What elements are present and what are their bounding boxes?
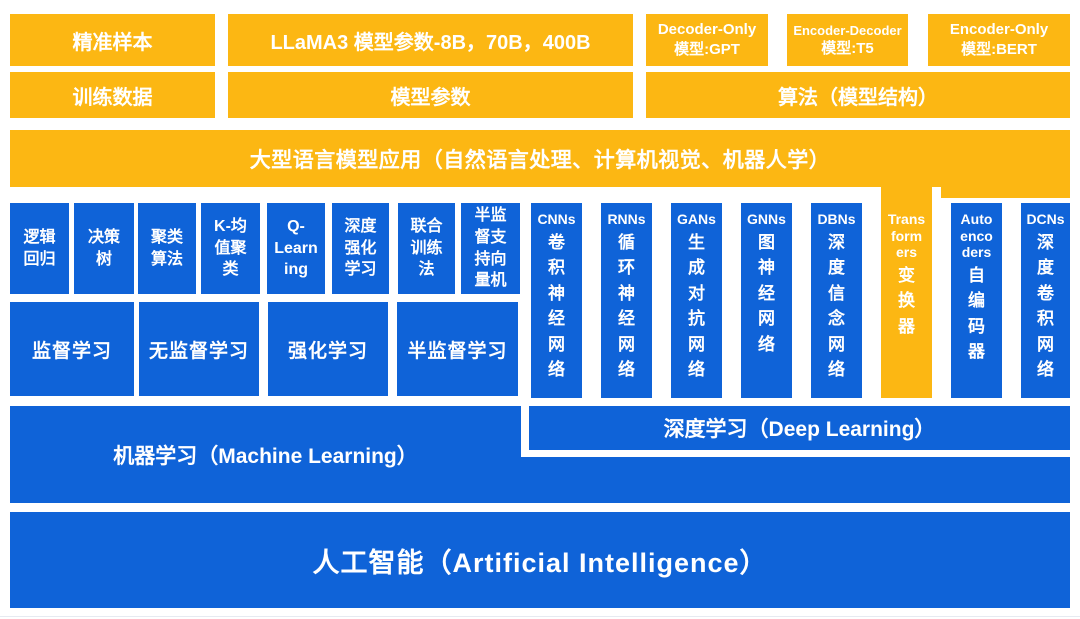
method-label: 聚类算法 bbox=[150, 228, 183, 268]
machine-learning-bar: 机器学习（Machine Learning） bbox=[10, 406, 521, 503]
column-autoencoders-abbr: Autoencoders bbox=[960, 211, 993, 261]
column-dcn-abbr: DCNs bbox=[1026, 211, 1065, 227]
column-gan: GANs 生成对抗网络 bbox=[671, 203, 722, 398]
block-encoder-only-bert-line1: Encoder-Only bbox=[949, 21, 1049, 39]
column-transformers-name: 变换器 bbox=[898, 265, 915, 336]
column-cnn-name: 卷积神经网络 bbox=[548, 232, 565, 380]
block-model-parameters: 模型参数 bbox=[228, 72, 633, 118]
method-deep-reinforcement-learning: 深度强化学习 bbox=[332, 203, 389, 294]
block-llama3-model-params: LLaMA3 模型参数-8B，70B，400B bbox=[228, 14, 633, 66]
deep-learning-bar: 深度学习（Deep Learning） bbox=[529, 406, 1070, 450]
category-reinforcement-learning: 强化学习 bbox=[268, 302, 388, 396]
method-decision-tree: 决策树 bbox=[74, 203, 134, 294]
method-clustering-algorithms: 聚类算法 bbox=[138, 203, 196, 294]
block-decoder-only-gpt-line2: 模型:GPT bbox=[674, 41, 740, 58]
method-label: 联合训练法 bbox=[410, 218, 443, 279]
column-transformers-abbr: Transformers bbox=[887, 211, 926, 261]
method-logistic-regression: 逻辑回归 bbox=[10, 203, 69, 294]
method-k-means: K-均值聚类 bbox=[201, 203, 260, 294]
block-decoder-only-gpt: Decoder-Only 模型:GPT bbox=[646, 14, 768, 66]
category-unsupervised-learning: 无监督学习 bbox=[139, 302, 259, 396]
artificial-intelligence-bar: 人工智能（Artificial Intelligence） bbox=[10, 512, 1070, 608]
column-dbn: DBNs 深度信念网络 bbox=[811, 203, 862, 398]
block-decoder-only-gpt-line1: Decoder-Only bbox=[657, 21, 757, 39]
column-gnn-abbr: GNNs bbox=[747, 211, 786, 227]
column-autoencoders: Autoencoders 自编码器 bbox=[951, 203, 1002, 398]
column-dbn-abbr: DBNs bbox=[817, 211, 856, 227]
column-gnn: GNNs 图神经网络 bbox=[741, 203, 792, 398]
method-label: 深度强化学习 bbox=[344, 218, 377, 279]
category-supervised-learning: 监督学习 bbox=[10, 302, 134, 396]
block-encoder-decoder-t5: Encoder-Decoder 模型:T5 bbox=[787, 14, 908, 66]
column-gnn-name: 图神经网络 bbox=[758, 232, 775, 354]
column-dcn-name: 深度卷积网络 bbox=[1037, 232, 1054, 380]
method-label: K-均值聚类 bbox=[214, 218, 247, 279]
block-encoder-decoder-t5-line1: Encoder-Decoder bbox=[793, 22, 902, 38]
method-label: 决策树 bbox=[87, 228, 120, 268]
category-semi-supervised-learning: 半监督学习 bbox=[397, 302, 518, 396]
method-label: Q- Learning bbox=[274, 218, 318, 279]
column-dbn-name: 深度信念网络 bbox=[828, 232, 845, 380]
method-co-training: 联合训练法 bbox=[398, 203, 455, 294]
method-semi-supervised-svm: 半监督支持向量机 bbox=[461, 203, 520, 294]
column-autoencoders-name: 自编码器 bbox=[968, 265, 985, 362]
method-label: 半监督支持向量机 bbox=[474, 207, 507, 290]
column-gan-name: 生成对抗网络 bbox=[688, 232, 705, 380]
block-encoder-only-bert-line2: 模型:BERT bbox=[961, 41, 1037, 58]
column-transformers: Transformers 变换器 bbox=[881, 186, 932, 398]
block-precise-samples: 精准样本 bbox=[10, 14, 215, 66]
method-q-learning: Q- Learning bbox=[267, 203, 325, 294]
column-cnn-abbr: CNNs bbox=[537, 211, 576, 227]
block-training-data: 训练数据 bbox=[10, 72, 215, 118]
banner-llm-applications: 大型语言模型应用（自然语言处理、计算机视觉、机器人学） bbox=[10, 130, 1070, 187]
column-rnn-abbr: RNNs bbox=[607, 211, 646, 227]
column-rnn: RNNs 循环神经网络 bbox=[601, 203, 652, 398]
block-encoder-only-bert: Encoder-Only 模型:BERT bbox=[928, 14, 1070, 66]
column-rnn-name: 循环神经网络 bbox=[618, 232, 635, 380]
column-dcn: DCNs 深度卷积网络 bbox=[1021, 203, 1070, 398]
bottom-divider bbox=[0, 616, 1080, 617]
column-cnn: CNNs 卷积神经网络 bbox=[531, 203, 582, 398]
banner-right-extension bbox=[941, 186, 1070, 198]
method-label: 逻辑回归 bbox=[23, 228, 56, 268]
column-gan-abbr: GANs bbox=[677, 211, 716, 227]
block-algorithm-model-structure: 算法（模型结构） bbox=[646, 72, 1070, 118]
machine-learning-bar-extension bbox=[521, 457, 1070, 503]
block-encoder-decoder-t5-line2: 模型:T5 bbox=[821, 39, 874, 57]
